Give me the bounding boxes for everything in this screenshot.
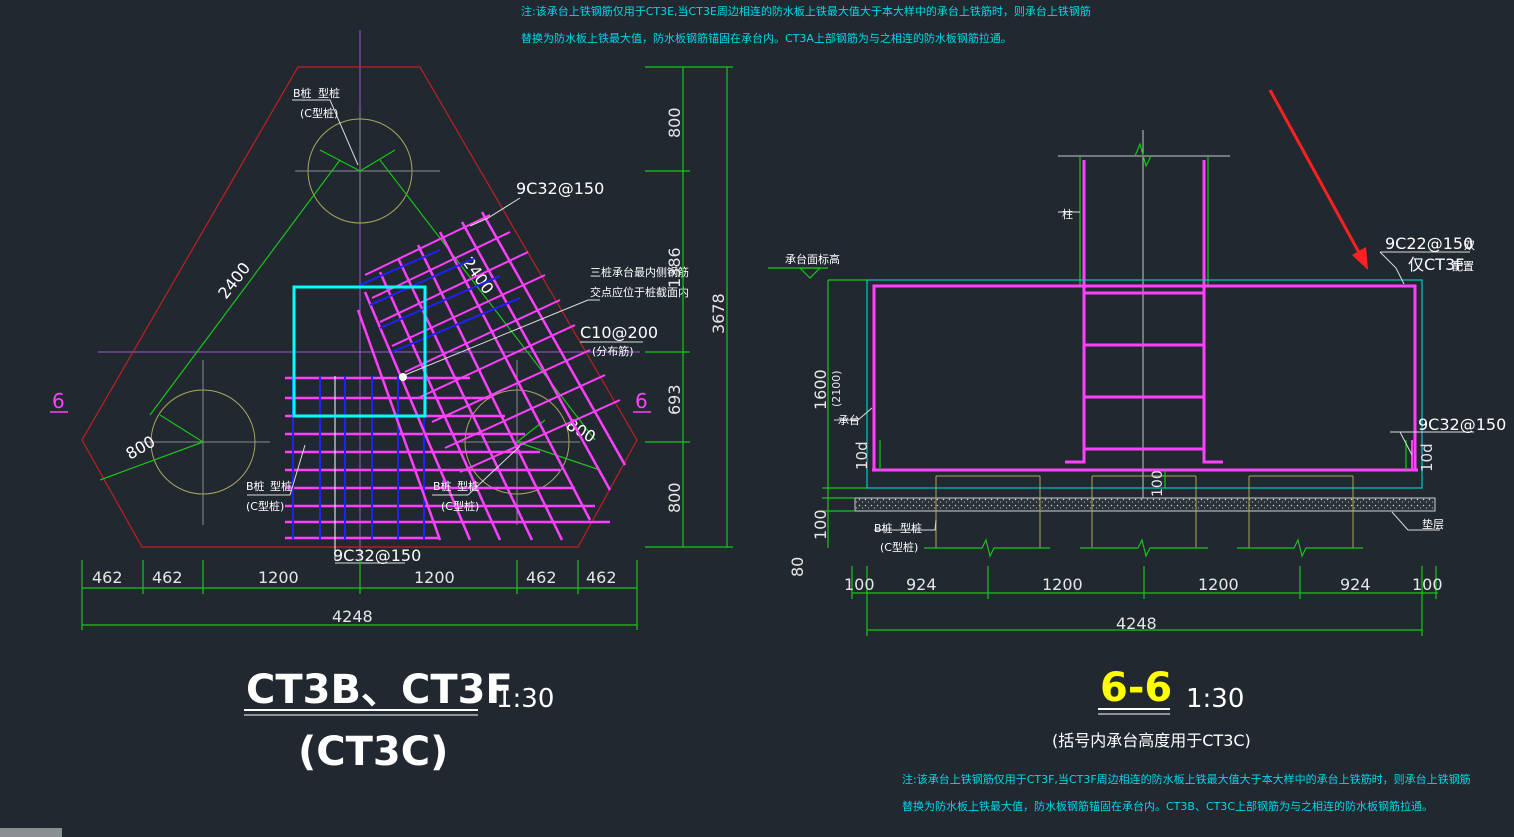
plan-note-line-2: 交点应位于桩截面内 [590, 285, 689, 299]
section-pile-label-2: 型桩 [900, 521, 922, 535]
section-rebar-top-3: 仅CT3F [1408, 255, 1464, 274]
plan-title-scale: 1:30 [496, 684, 554, 714]
plan-pile-left-label-2: 型桩 [270, 479, 292, 493]
plan-bottom-dim-1: 462 [92, 568, 123, 587]
plan-bottom-dim-3: 1200 [258, 568, 299, 587]
plan-right-total: 3678 [709, 293, 728, 334]
cushion-label: 垫层 [1422, 517, 1444, 531]
plan-dist-rebar-1: C10@200 [580, 323, 658, 342]
section-embed: 100 [1150, 470, 1166, 497]
plan-pile-left-label-1: B桩 [246, 479, 265, 493]
plan-bottom-total: 4248 [332, 607, 373, 626]
status-bar-fragment [0, 828, 62, 837]
section-pile-label-3: (C型桩) [880, 540, 918, 554]
section-title-sub: (括号内承台高度用于CT3C) [1052, 731, 1251, 750]
top-note-line-2: 替换为防水板上铁最大值，防水板钢筋锚固在承台内。CT3A上部钢筋为与之相连的防水… [521, 31, 1012, 45]
plan-rebar-top: 9C32@150 [516, 179, 604, 198]
plan-bottom-dim-5: 462 [526, 568, 557, 587]
section-mark-right: 6 [635, 389, 648, 413]
column-outline [292, 285, 427, 418]
section-bottom-dim-4: 1200 [1198, 575, 1239, 594]
section-anchor-left: 10d [853, 441, 871, 470]
section-mark-left: 6 [52, 389, 65, 413]
section-bottom-dim-3: 1200 [1042, 575, 1083, 594]
cushion-layer [854, 497, 1436, 512]
plan-view: 2400 2400 800 800 [50, 30, 733, 775]
plan-pile-top-label-3: (C型桩) [300, 106, 338, 120]
section-bottom-dim-2: 924 [906, 575, 937, 594]
plan-edge-800-left: 800 [123, 432, 159, 464]
plan-rebar-bottom: 9C32@150 [333, 546, 421, 565]
top-note-line-1: 注:该承台上铁钢筋仅用于CT3E,当CT3E周边相连的防水板上铁最大值大于本大样… [521, 4, 1091, 18]
section-rebar-top-4: 配置 [1452, 260, 1474, 273]
column-label: 柱 [1062, 207, 1073, 221]
section-rebar-top-2: 双 [1464, 239, 1475, 252]
elevation-label: 承台面标高 [785, 252, 840, 266]
plan-pile-top-label-1: B桩 [293, 86, 312, 100]
section-anchor-right: 10d [1418, 443, 1436, 472]
plan-right-dim-4: 800 [665, 482, 684, 513]
cap-label: 承台 [838, 413, 860, 427]
plan-bottom-dim-4: 1200 [414, 568, 455, 587]
section-rebar-bottom: 9C32@150 [1418, 415, 1506, 434]
plan-pile-mid-label-1: B桩 [433, 479, 452, 493]
section-base-80: 80 [788, 557, 807, 577]
plan-pile-mid-label-3: (C型桩) [441, 499, 479, 513]
section-title-scale: 1:30 [1186, 684, 1244, 714]
plan-title-main: CT3B、CT3F [246, 667, 513, 713]
section-cap-outline [866, 279, 1423, 489]
plan-title-sub: (CT3C) [298, 729, 448, 775]
section-bottom-dim-6: 100 [1412, 575, 1443, 594]
plan-note-line-1: 三桩承台最内侧钢筋 [590, 265, 689, 279]
plan-pile-top-label-2: 型桩 [318, 86, 340, 100]
section-bottom-total: 4248 [1116, 614, 1157, 633]
section-cushion-thk: 100 [811, 509, 830, 540]
bottom-note-line-2: 替换为防水板上铁最大值，防水板钢筋锚固在承台内。CT3B、CT3C上部钢筋为与之… [902, 799, 1433, 813]
section-bottom-dim-5: 924 [1340, 575, 1371, 594]
annotation-arrow-head [1352, 247, 1368, 270]
plan-right-dim-1: 800 [665, 107, 684, 138]
plan-edge-2400-left: 2400 [214, 259, 254, 303]
plan-bottom-dim-2: 462 [152, 568, 183, 587]
section-pile-label-1: B桩 [874, 521, 893, 535]
section-view: 承台面标高 1600 (2100) 10d 10d 100 100 80 [768, 89, 1506, 750]
bottom-note-line-1: 注:该承台上铁钢筋仅用于CT3F,当CT3F周边相连的防水板上铁最大值大于本大样… [902, 772, 1471, 786]
pile-cap-outline [81, 66, 638, 548]
plan-pile-left-label-3: (C型桩) [246, 499, 284, 513]
section-title-main: 6-6 [1100, 665, 1172, 711]
plan-right-dim-3: 693 [665, 384, 684, 415]
section-height-2: (2100) [830, 370, 843, 407]
plan-right-dim-2: 1386 [665, 247, 684, 288]
plan-dist-rebar-2: (分布筋) [592, 344, 634, 358]
plan-pile-mid-label-2: 型桩 [457, 479, 479, 493]
section-rebar-top-1: 9C22@150 [1385, 234, 1473, 253]
annotation-arrow [1268, 89, 1364, 259]
plan-bottom-dim-6: 462 [586, 568, 617, 587]
section-height-1: 1600 [811, 369, 830, 410]
section-bottom-dim-1: 100 [844, 575, 875, 594]
